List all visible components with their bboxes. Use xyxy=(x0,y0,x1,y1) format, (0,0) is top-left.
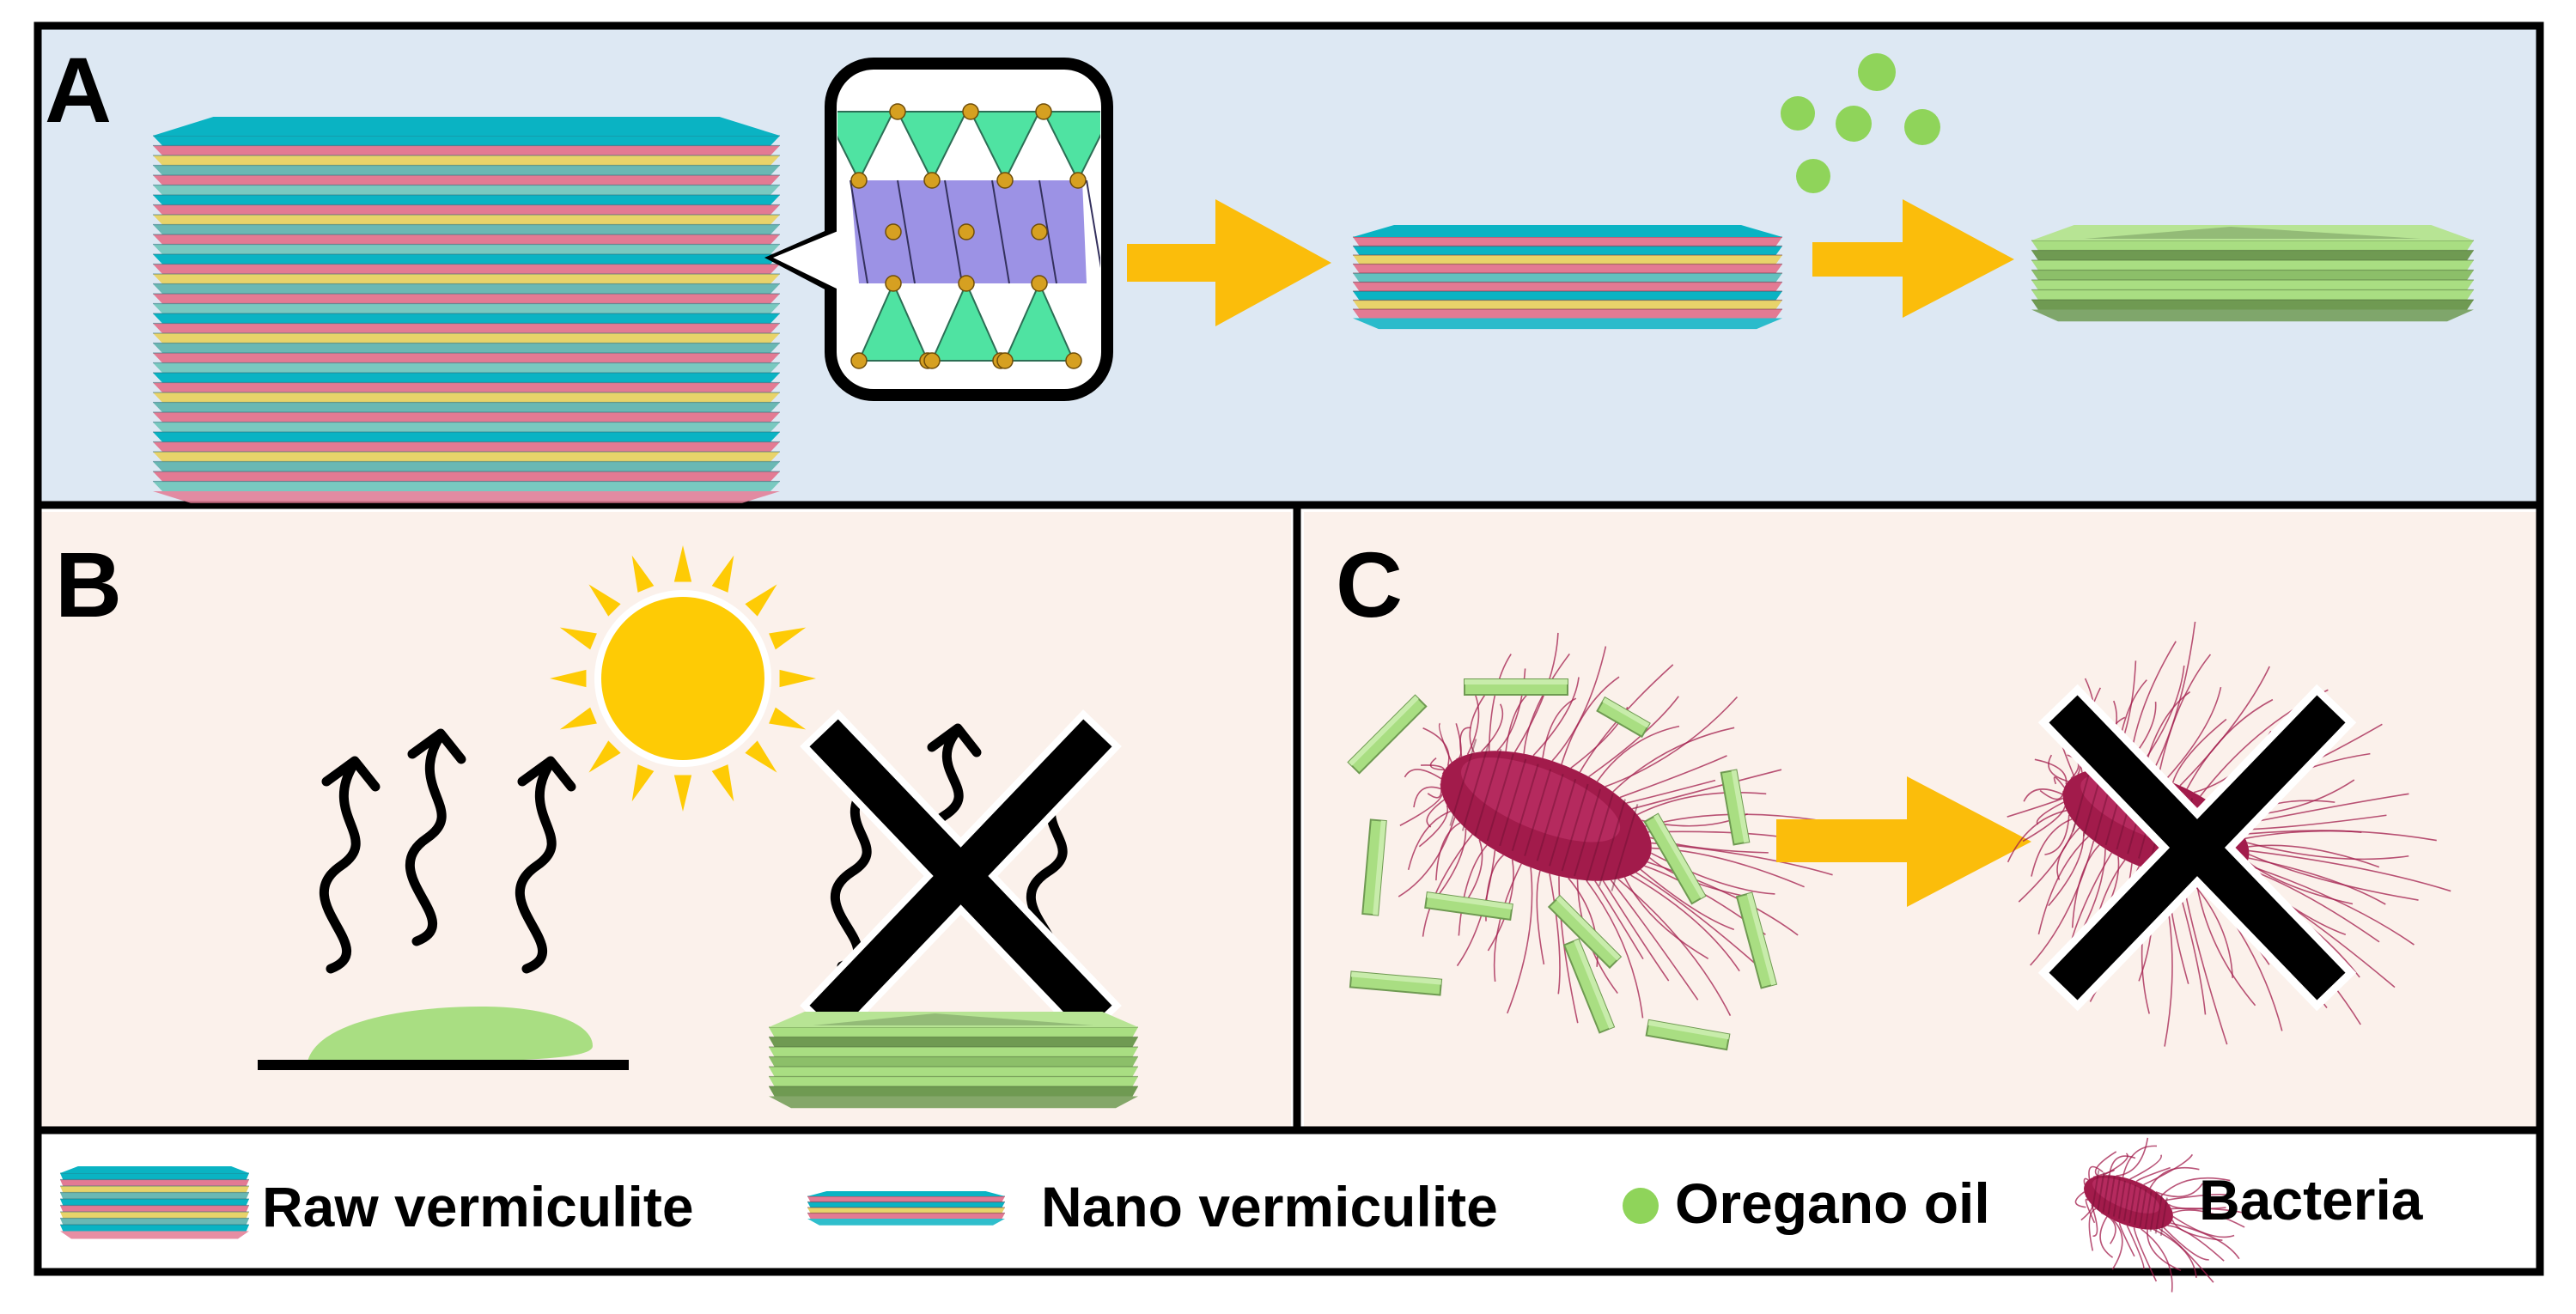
vapor-arrow-icon xyxy=(515,756,576,974)
legend-nano-vermiculite-swatch xyxy=(807,1191,1005,1226)
oil-droplet-on-surface xyxy=(258,1007,629,1070)
cross-icon xyxy=(800,709,1122,1043)
oil-drop-icon xyxy=(1796,159,1830,193)
oil-loaded-vermiculite-stack xyxy=(2031,225,2474,322)
oil-loaded-vermiculite-barrier xyxy=(769,1012,1138,1109)
legend-raw-vermiculite-label: Raw vermiculite xyxy=(262,1175,694,1238)
panel-label-c: C xyxy=(1336,532,1403,636)
vapor-arrow-icon xyxy=(405,728,466,946)
legend: Raw vermiculite Nano vermiculite Oregano… xyxy=(60,1137,2424,1293)
panel-label-a: A xyxy=(45,38,112,142)
blocked-evaporation xyxy=(800,709,1122,1043)
vapor-arrow-icon xyxy=(319,756,381,974)
block-arrow-icon xyxy=(1812,199,2014,318)
legend-oregano-oil-label: Oregano oil xyxy=(1675,1171,1990,1235)
cross-icon xyxy=(2037,684,2357,1012)
block-arrow-icon xyxy=(1776,776,2031,907)
oil-drop-icon xyxy=(1836,106,1872,142)
crystal-structure-callout xyxy=(764,58,1113,401)
sun-icon xyxy=(550,545,816,812)
legend-raw-vermiculite-swatch xyxy=(60,1166,249,1239)
bacteria-with-nanosheets xyxy=(1347,632,1833,1051)
raw-vermiculite-stack xyxy=(153,117,780,503)
panel-label-b: B xyxy=(55,532,122,636)
nano-vermiculite-stack xyxy=(1353,225,1782,330)
evaporation-arrows xyxy=(319,728,576,974)
oil-drop-icon xyxy=(1904,109,1940,145)
oregano-oil-droplets xyxy=(1781,53,1940,193)
oil-drop-icon xyxy=(1781,96,1815,131)
bacteria-icon xyxy=(2074,1137,2253,1293)
oil-drop-icon xyxy=(1858,53,1896,91)
legend-bacteria-label: Bacteria xyxy=(2199,1168,2424,1232)
block-arrow-icon xyxy=(1127,199,1331,326)
oil-drop-icon xyxy=(1623,1188,1659,1224)
legend-nano-vermiculite-label: Nano vermiculite xyxy=(1041,1175,1498,1238)
panel-borders xyxy=(33,21,2544,1276)
